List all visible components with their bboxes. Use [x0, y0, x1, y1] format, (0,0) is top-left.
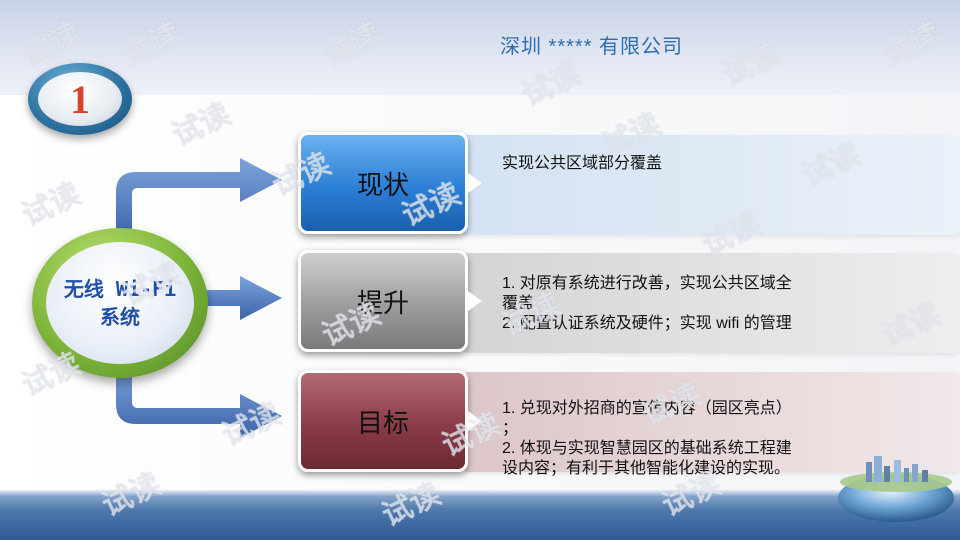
current-description: 实现公共区域部分覆盖 [502, 154, 662, 174]
goal-line-4: 设内容；有利于其他智能化建设的实现。 [502, 460, 791, 477]
goal-row-panel [462, 372, 960, 472]
section-number: 1 [70, 76, 90, 122]
current-status-box: 现状 [298, 132, 468, 234]
arrow-to-current [116, 158, 282, 240]
badge-face: 1 [38, 72, 122, 126]
current-row-panel [462, 135, 960, 235]
improve-line-1: 1. 对原有系统进行改善，实现公共区域全 [502, 275, 792, 292]
improve-pointer-icon [468, 291, 482, 311]
current-status-label: 现状 [356, 169, 409, 200]
hub-title: 无线 Wi-Fi [63, 277, 177, 301]
current-line-1: 实现公共区域部分覆盖 [502, 155, 663, 172]
improve-line-3: 2. 配置认证系统及硬件；实现 wifi 的管理 [502, 315, 792, 332]
city-globe-icon [838, 456, 954, 522]
goal-label: 目标 [356, 407, 409, 438]
company-name: 深圳 ***** 有限公司 [500, 36, 684, 58]
improvement-box: 提升 [298, 250, 468, 352]
goal-pointer-icon [468, 411, 482, 431]
arrow-to-improve [200, 276, 282, 320]
goal-line-3: 2. 体现与实现智慧园区的基础系统工程建 [502, 440, 792, 457]
improve-line-2: 覆盖 [502, 295, 535, 312]
section-number-badge: 1 [28, 63, 132, 135]
current-pointer-icon [468, 173, 482, 193]
goal-description: 1. 兑现对外招商的宣传内容（园区亮点） ； 2. 体现与实现智慧园区的基础系统… [502, 399, 792, 479]
improve-row-panel [462, 253, 960, 353]
hub-face: 无线 Wi-Fi 系统 [46, 242, 194, 364]
improve-description: 1. 对原有系统进行改善，实现公共区域全 覆盖 2. 配置认证系统及硬件；实现 … [502, 274, 792, 334]
hub-subtitle: 系统 [100, 305, 140, 329]
wifi-system-hub: 无线 Wi-Fi 系统 [32, 228, 208, 378]
footer-band [0, 490, 960, 540]
improvement-label: 提升 [356, 287, 409, 318]
goal-line-1: 1. 兑现对外招商的宣传内容（园区亮点） [502, 400, 792, 417]
goal-box: 目标 [298, 370, 468, 472]
goal-line-2: ； [502, 420, 519, 437]
arrow-to-goal [116, 366, 282, 438]
